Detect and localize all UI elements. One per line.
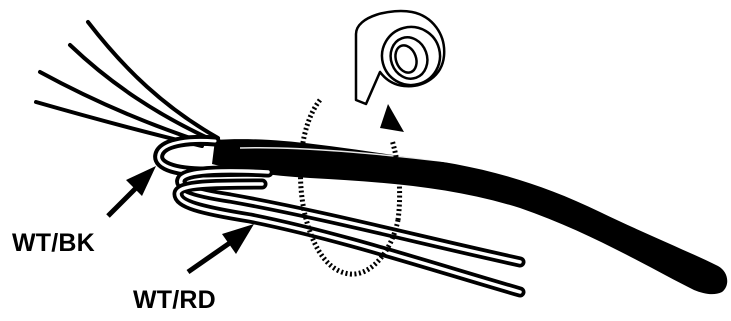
wrap-direction-arrow-icon: [380, 104, 404, 132]
tape-wrap-path: [297, 98, 404, 277]
tape-roll-core: [394, 44, 418, 74]
callout-arrows: [106, 166, 254, 275]
cable-sheath: [212, 139, 728, 295]
loose-wires: [34, 20, 220, 148]
wt-rd-label: WT/RD: [133, 286, 216, 314]
callout-arrow-icon: [186, 224, 254, 275]
cable-sheath-highlight: [239, 146, 451, 163]
wt-bk-label: WT/BK: [12, 229, 95, 257]
tape-wrap-front: [297, 98, 401, 277]
loose-wire-2: [68, 43, 214, 142]
tape-roll-icon: [354, 9, 446, 106]
loose-wire-3: [38, 70, 207, 145]
callout-arrow-icon: [106, 166, 156, 218]
wt-rd-wire-upper-core: [179, 169, 522, 264]
wt-rd-wire-lower-core: [176, 182, 522, 294]
loose-wire-1: [86, 20, 220, 140]
